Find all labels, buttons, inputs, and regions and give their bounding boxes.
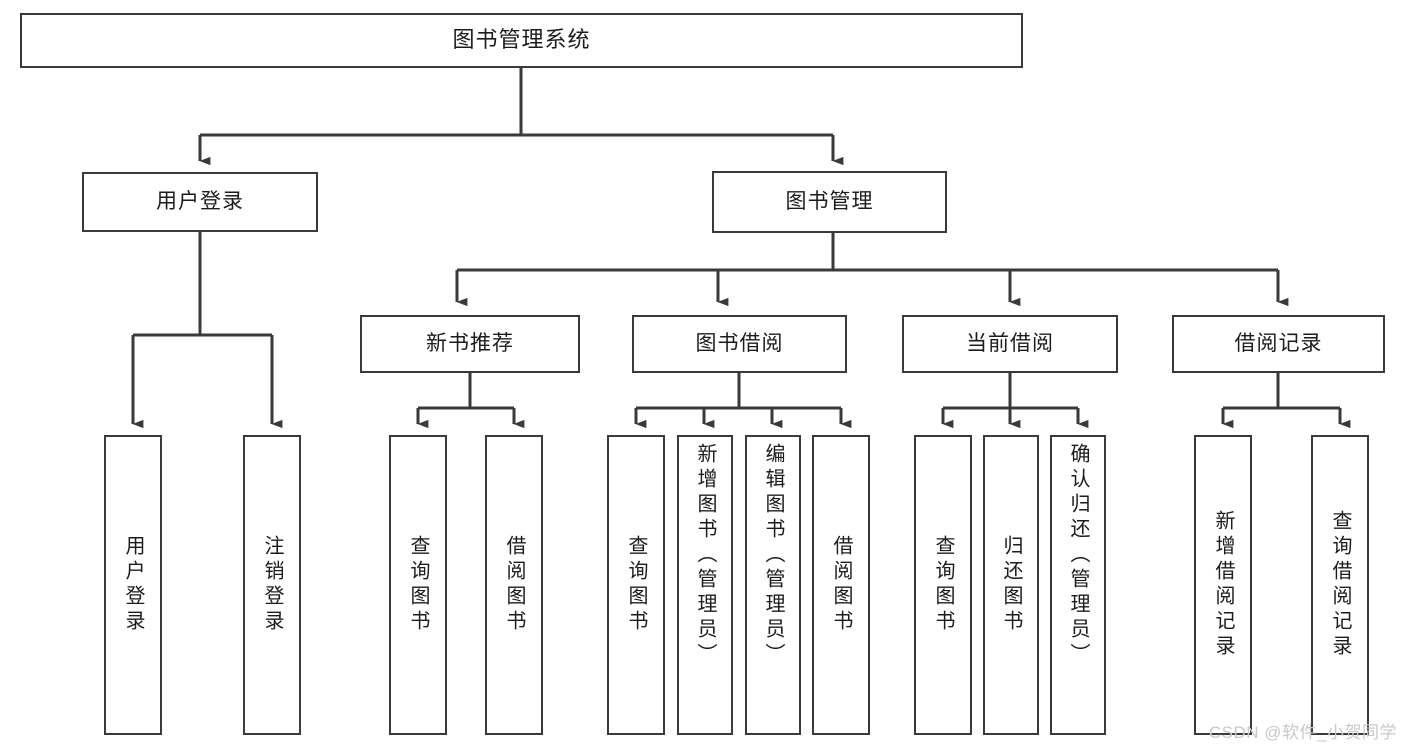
leaf-label: 查询借阅记录 — [1329, 510, 1351, 660]
leaf-label: 借阅图书 — [503, 535, 525, 635]
leaf-edit-book[interactable]: 编辑图书（管理员） — [745, 435, 801, 735]
leaf-borrow-book-recommend[interactable]: 借阅图书 — [485, 435, 543, 735]
leaf-confirm-return[interactable]: 确认归还（管理员） — [1050, 435, 1106, 735]
node-user-login[interactable]: 用户登录 — [82, 172, 318, 232]
watermark-text: CSDN @软件_小贺同学 — [1208, 723, 1397, 742]
leaf-query-book-current[interactable]: 查询图书 — [914, 435, 972, 735]
leaf-logout-login[interactable]: 注销登录 — [243, 435, 301, 735]
leaf-label: 查询图书 — [932, 535, 954, 635]
leaf-label: 确认归还（管理员） — [1067, 443, 1089, 668]
leaf-label: 注销登录 — [261, 535, 283, 635]
node-current-borrow[interactable]: 当前借阅 — [902, 315, 1118, 373]
leaf-label: 新增借阅记录 — [1212, 510, 1234, 660]
leaf-label: 归还图书 — [1000, 535, 1022, 635]
node-book-manage[interactable]: 图书管理 — [712, 171, 947, 233]
leaf-return-book[interactable]: 归还图书 — [983, 435, 1039, 735]
leaf-query-book-borrow[interactable]: 查询图书 — [607, 435, 665, 735]
leaf-query-book-recommend[interactable]: 查询图书 — [389, 435, 447, 735]
leaf-label: 新增图书（管理员） — [694, 443, 716, 668]
leaf-query-borrow-record[interactable]: 查询借阅记录 — [1311, 435, 1369, 735]
leaf-user-login[interactable]: 用户登录 — [104, 435, 162, 735]
leaf-label: 用户登录 — [122, 535, 144, 635]
leaf-label: 查询图书 — [625, 535, 647, 635]
node-root-system[interactable]: 图书管理系统 — [20, 13, 1023, 68]
node-book-borrow[interactable]: 图书借阅 — [632, 315, 847, 373]
node-borrow-record[interactable]: 借阅记录 — [1172, 315, 1385, 373]
node-new-book-recommend[interactable]: 新书推荐 — [360, 315, 580, 373]
leaf-borrow-book[interactable]: 借阅图书 — [812, 435, 870, 735]
leaf-label: 查询图书 — [407, 535, 429, 635]
leaf-add-book[interactable]: 新增图书（管理员） — [677, 435, 733, 735]
leaf-add-borrow-record[interactable]: 新增借阅记录 — [1194, 435, 1252, 735]
leaf-label: 借阅图书 — [830, 535, 852, 635]
leaf-label: 编辑图书（管理员） — [762, 443, 784, 668]
